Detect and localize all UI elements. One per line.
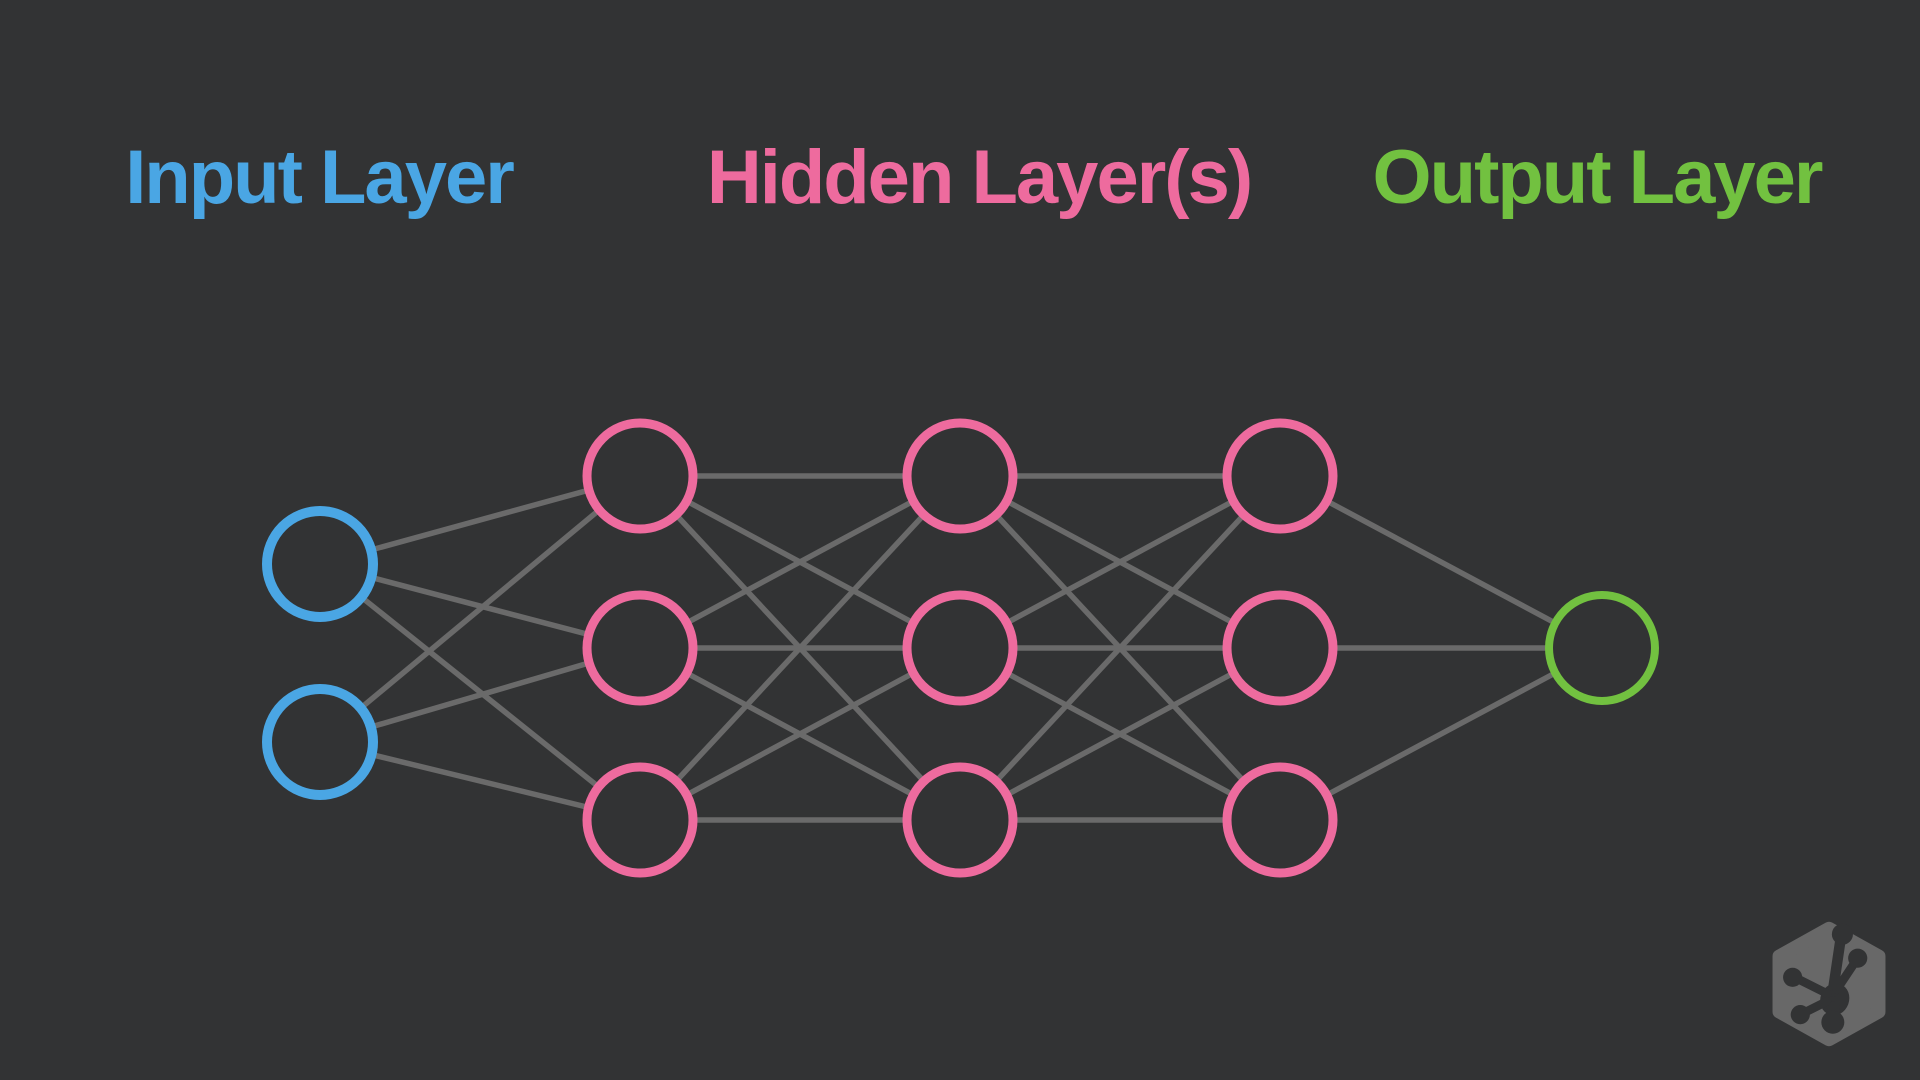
connection-line <box>318 473 642 745</box>
connection-line <box>638 645 962 823</box>
hidden-layer-title: Hidden Layer(s) <box>706 135 1253 220</box>
hidden-layer-2-node-2 <box>902 590 1018 706</box>
input-layer-node-2 <box>262 684 378 800</box>
hidden-layer-3-node-1 <box>1222 418 1338 534</box>
connection-line <box>637 474 963 822</box>
hidden-layer-1-node-3 <box>582 762 698 878</box>
hidden-layer-1-node-2 <box>582 590 698 706</box>
hidden-layer-2-node-3 <box>902 762 1018 878</box>
output-layer-node-1 <box>1545 591 1659 705</box>
frog-footprint-cutout <box>1783 923 1868 1034</box>
connection-line <box>1278 645 1604 823</box>
output-layer-title: Output Layer <box>1372 135 1824 220</box>
connection-line <box>958 645 1282 823</box>
connection-line <box>957 474 1283 822</box>
connection-line <box>638 473 962 651</box>
connection-line <box>958 473 1282 651</box>
connection-line <box>318 561 642 823</box>
hidden-layer-1-node-1 <box>582 418 698 534</box>
hidden-layer-3-node-2 <box>1222 590 1338 706</box>
input-layer-title: Input Layer <box>125 135 515 220</box>
hidden-layer-3-node-3 <box>1222 762 1338 878</box>
connection-line <box>1278 473 1604 651</box>
hidden-layer-2-node-1 <box>902 418 1018 534</box>
input-layer-node-1 <box>262 506 378 622</box>
treehouse-frog-badge-icon <box>1772 921 1886 1047</box>
